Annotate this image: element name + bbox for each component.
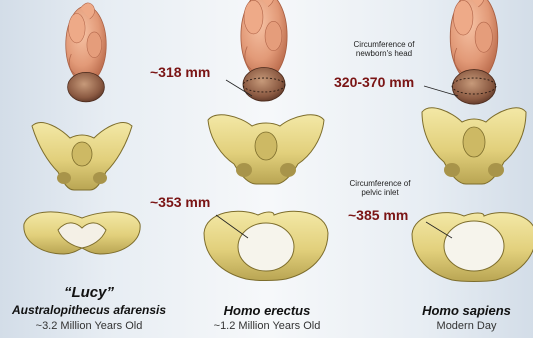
sapiens-inlet-measure: ~385 mm xyxy=(348,207,408,223)
erectus-inlet-measure: ~353 mm xyxy=(150,194,210,210)
sapiens-head-note: Circumference of newborn's head xyxy=(340,40,428,58)
erectus-head-measure: ~318 mm xyxy=(150,64,210,80)
sapiens-pelvis-top-view xyxy=(412,213,533,282)
lucy-pelvis-top-view xyxy=(24,212,140,254)
lucy-species-name: Australopithecus afarensis xyxy=(0,303,178,317)
sapiens-inlet-note: Circumference of pelvic inlet xyxy=(340,179,420,197)
erectus-species-name: Homo erectus xyxy=(178,303,356,318)
erectus-pelvis-front-view xyxy=(208,115,324,184)
lucy-pelvis-front-view xyxy=(32,123,132,190)
sapiens-head-measure: 320-370 mm xyxy=(334,74,414,90)
lucy-fetus-illustration xyxy=(66,3,106,102)
sapiens-era: Modern Day xyxy=(400,320,533,332)
lucy-era: ~3.2 Million Years Old xyxy=(0,320,178,332)
erectus-era: ~1.2 Million Years Old xyxy=(178,320,356,332)
erectus-pelvis-top-view xyxy=(204,211,328,280)
erectus-fetus-illustration xyxy=(241,0,287,101)
sapiens-fetus-illustration xyxy=(450,0,498,104)
lucy-nickname: “Lucy” xyxy=(0,284,178,301)
sapiens-species-name: Homo sapiens xyxy=(400,303,533,318)
sapiens-pelvis-front-view xyxy=(422,108,526,184)
